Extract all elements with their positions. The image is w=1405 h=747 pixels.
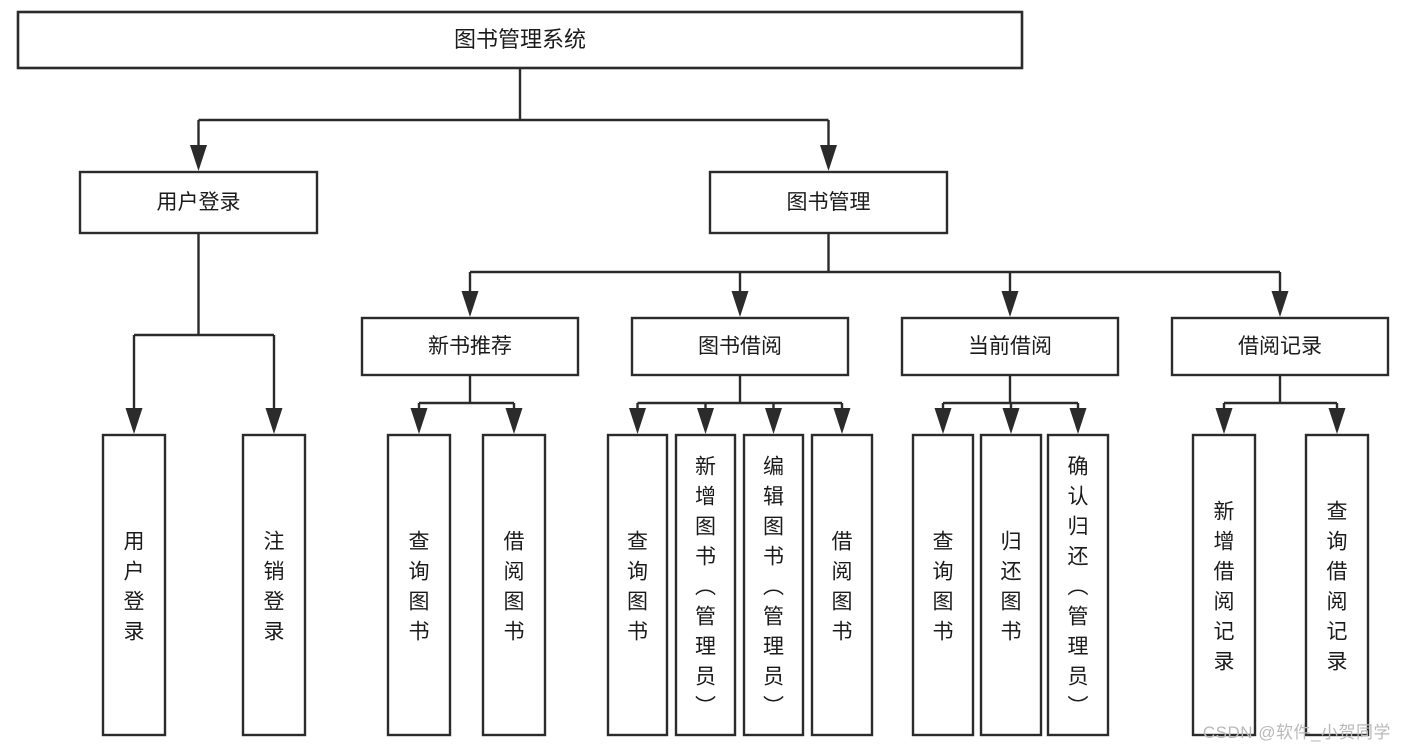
node-图书借阅-l2[interactable]: 图书借阅 [630, 316, 850, 377]
node-查询借阅记录-l3[interactable]: 查询借阅记录 [1304, 433, 1370, 737]
arrow-head-icon [1002, 408, 1020, 434]
node-label: 图书管理系统 [454, 27, 586, 52]
connector-group-图书管理 [461, 233, 1289, 317]
node-label-vertical: 新增图书︵管理员︶ [695, 455, 716, 718]
node-确认归还管理员-l3[interactable]: 确认归还︵管理员︶ [1046, 433, 1110, 737]
node-用户登录-l2[interactable]: 用户登录 [101, 433, 167, 737]
node-box[interactable] [1170, 316, 1390, 377]
node-label: 新书推荐 [428, 335, 512, 358]
node-box[interactable] [386, 433, 452, 737]
node-box[interactable] [979, 433, 1043, 737]
arrow-head-icon [1215, 408, 1233, 434]
node-注销登录-l2[interactable]: 注销登录 [241, 433, 307, 737]
node-查询图书-l3[interactable]: 查询图书 [911, 433, 975, 737]
node-box[interactable] [630, 316, 850, 377]
node-label-vertical: 查询图书 [933, 530, 954, 643]
node-借阅图书-l3[interactable]: 借阅图书 [481, 433, 547, 737]
node-图书管理-l1[interactable]: 图书管理 [708, 170, 949, 235]
node-box[interactable] [810, 433, 874, 737]
node-layer: 图书管理系统用户登录图书管理新书推荐图书借阅当前借阅借阅记录用户登录注销登录查询… [16, 10, 1390, 737]
node-box[interactable] [481, 433, 547, 737]
node-box[interactable] [900, 316, 1120, 377]
node-box[interactable] [1191, 433, 1257, 737]
arrow-head-icon [934, 408, 952, 434]
arrow-head-icon [820, 145, 837, 171]
node-归还图书-l3[interactable]: 归还图书 [979, 433, 1043, 737]
arrow-head-icon [629, 408, 646, 434]
node-label-vertical: 确认归还︵管理员︶ [1068, 455, 1089, 718]
node-label-vertical: 用户登录 [124, 530, 145, 643]
arrow-head-icon [1328, 408, 1346, 434]
node-label-vertical: 归还图书 [1001, 530, 1022, 643]
arrow-head-icon [410, 408, 428, 434]
node-label-vertical: 查询图书 [627, 530, 648, 643]
node-label: 当前借阅 [968, 335, 1052, 358]
node-box[interactable] [16, 10, 1024, 70]
node-新增图书管理员-l3[interactable]: 新增图书︵管理员︶ [674, 433, 737, 737]
node-label-vertical: 新增借阅记录 [1214, 500, 1235, 673]
connector-group-借阅记录 [1215, 375, 1346, 434]
node-新书推荐-l2[interactable]: 新书推荐 [360, 316, 580, 377]
arrow-head-icon [190, 145, 207, 171]
node-box[interactable] [360, 316, 580, 377]
arrow-head-icon [697, 408, 714, 434]
arrow-head-icon [731, 291, 749, 317]
arrow-head-icon [505, 408, 523, 434]
node-box[interactable] [708, 170, 949, 235]
node-label: 用户登录 [157, 191, 241, 214]
node-label: 图书借阅 [698, 335, 782, 358]
arrow-head-icon [265, 408, 283, 434]
arrow-head-icon [833, 408, 851, 434]
node-box[interactable] [1304, 433, 1370, 737]
node-label-vertical: 编辑图书︵管理员︶ [763, 455, 784, 718]
node-box[interactable] [911, 433, 975, 737]
connector-layer [125, 68, 1346, 434]
node-box[interactable] [1046, 433, 1110, 737]
node-box[interactable] [742, 433, 805, 737]
arrow-head-icon [1271, 291, 1289, 317]
node-box[interactable] [241, 433, 307, 737]
arrow-head-icon [461, 291, 479, 317]
connector-group-当前借阅 [934, 375, 1087, 434]
connector-group-图书管理系统 [190, 68, 837, 171]
node-当前借阅-l2[interactable]: 当前借阅 [900, 316, 1120, 377]
node-查询图书-l3[interactable]: 查询图书 [386, 433, 452, 737]
node-借阅记录-l2[interactable]: 借阅记录 [1170, 316, 1390, 377]
arrow-head-icon [125, 408, 143, 434]
node-label-vertical: 借阅图书 [832, 530, 853, 643]
watermark-label: CSDN @软件_小贺同学 [1202, 723, 1391, 742]
node-box[interactable] [101, 433, 167, 737]
connector-group-图书借阅 [629, 375, 851, 434]
arrow-head-icon [1069, 408, 1087, 434]
node-借阅图书-l3[interactable]: 借阅图书 [810, 433, 874, 737]
connector-group-用户登录 [125, 233, 283, 434]
node-label-vertical: 借阅图书 [504, 530, 525, 643]
node-编辑图书管理员-l3[interactable]: 编辑图书︵管理员︶ [742, 433, 805, 737]
node-label-vertical: 查询借阅记录 [1327, 500, 1348, 673]
node-新增借阅记录-l3[interactable]: 新增借阅记录 [1191, 433, 1257, 737]
connector-group-新书推荐 [410, 375, 523, 434]
node-查询图书-l3[interactable]: 查询图书 [606, 433, 669, 737]
arrow-head-icon [1001, 291, 1019, 317]
node-box[interactable] [606, 433, 669, 737]
node-label-vertical: 查询图书 [409, 530, 430, 643]
node-box[interactable] [674, 433, 737, 737]
node-label: 图书管理 [787, 191, 871, 214]
node-label-vertical: 注销登录 [264, 530, 285, 643]
node-图书管理系统-l0[interactable]: 图书管理系统 [16, 10, 1024, 70]
arrow-head-icon [765, 408, 782, 434]
node-用户登录-l1[interactable]: 用户登录 [78, 170, 319, 235]
node-label: 借阅记录 [1238, 335, 1322, 358]
node-box[interactable] [78, 170, 319, 235]
